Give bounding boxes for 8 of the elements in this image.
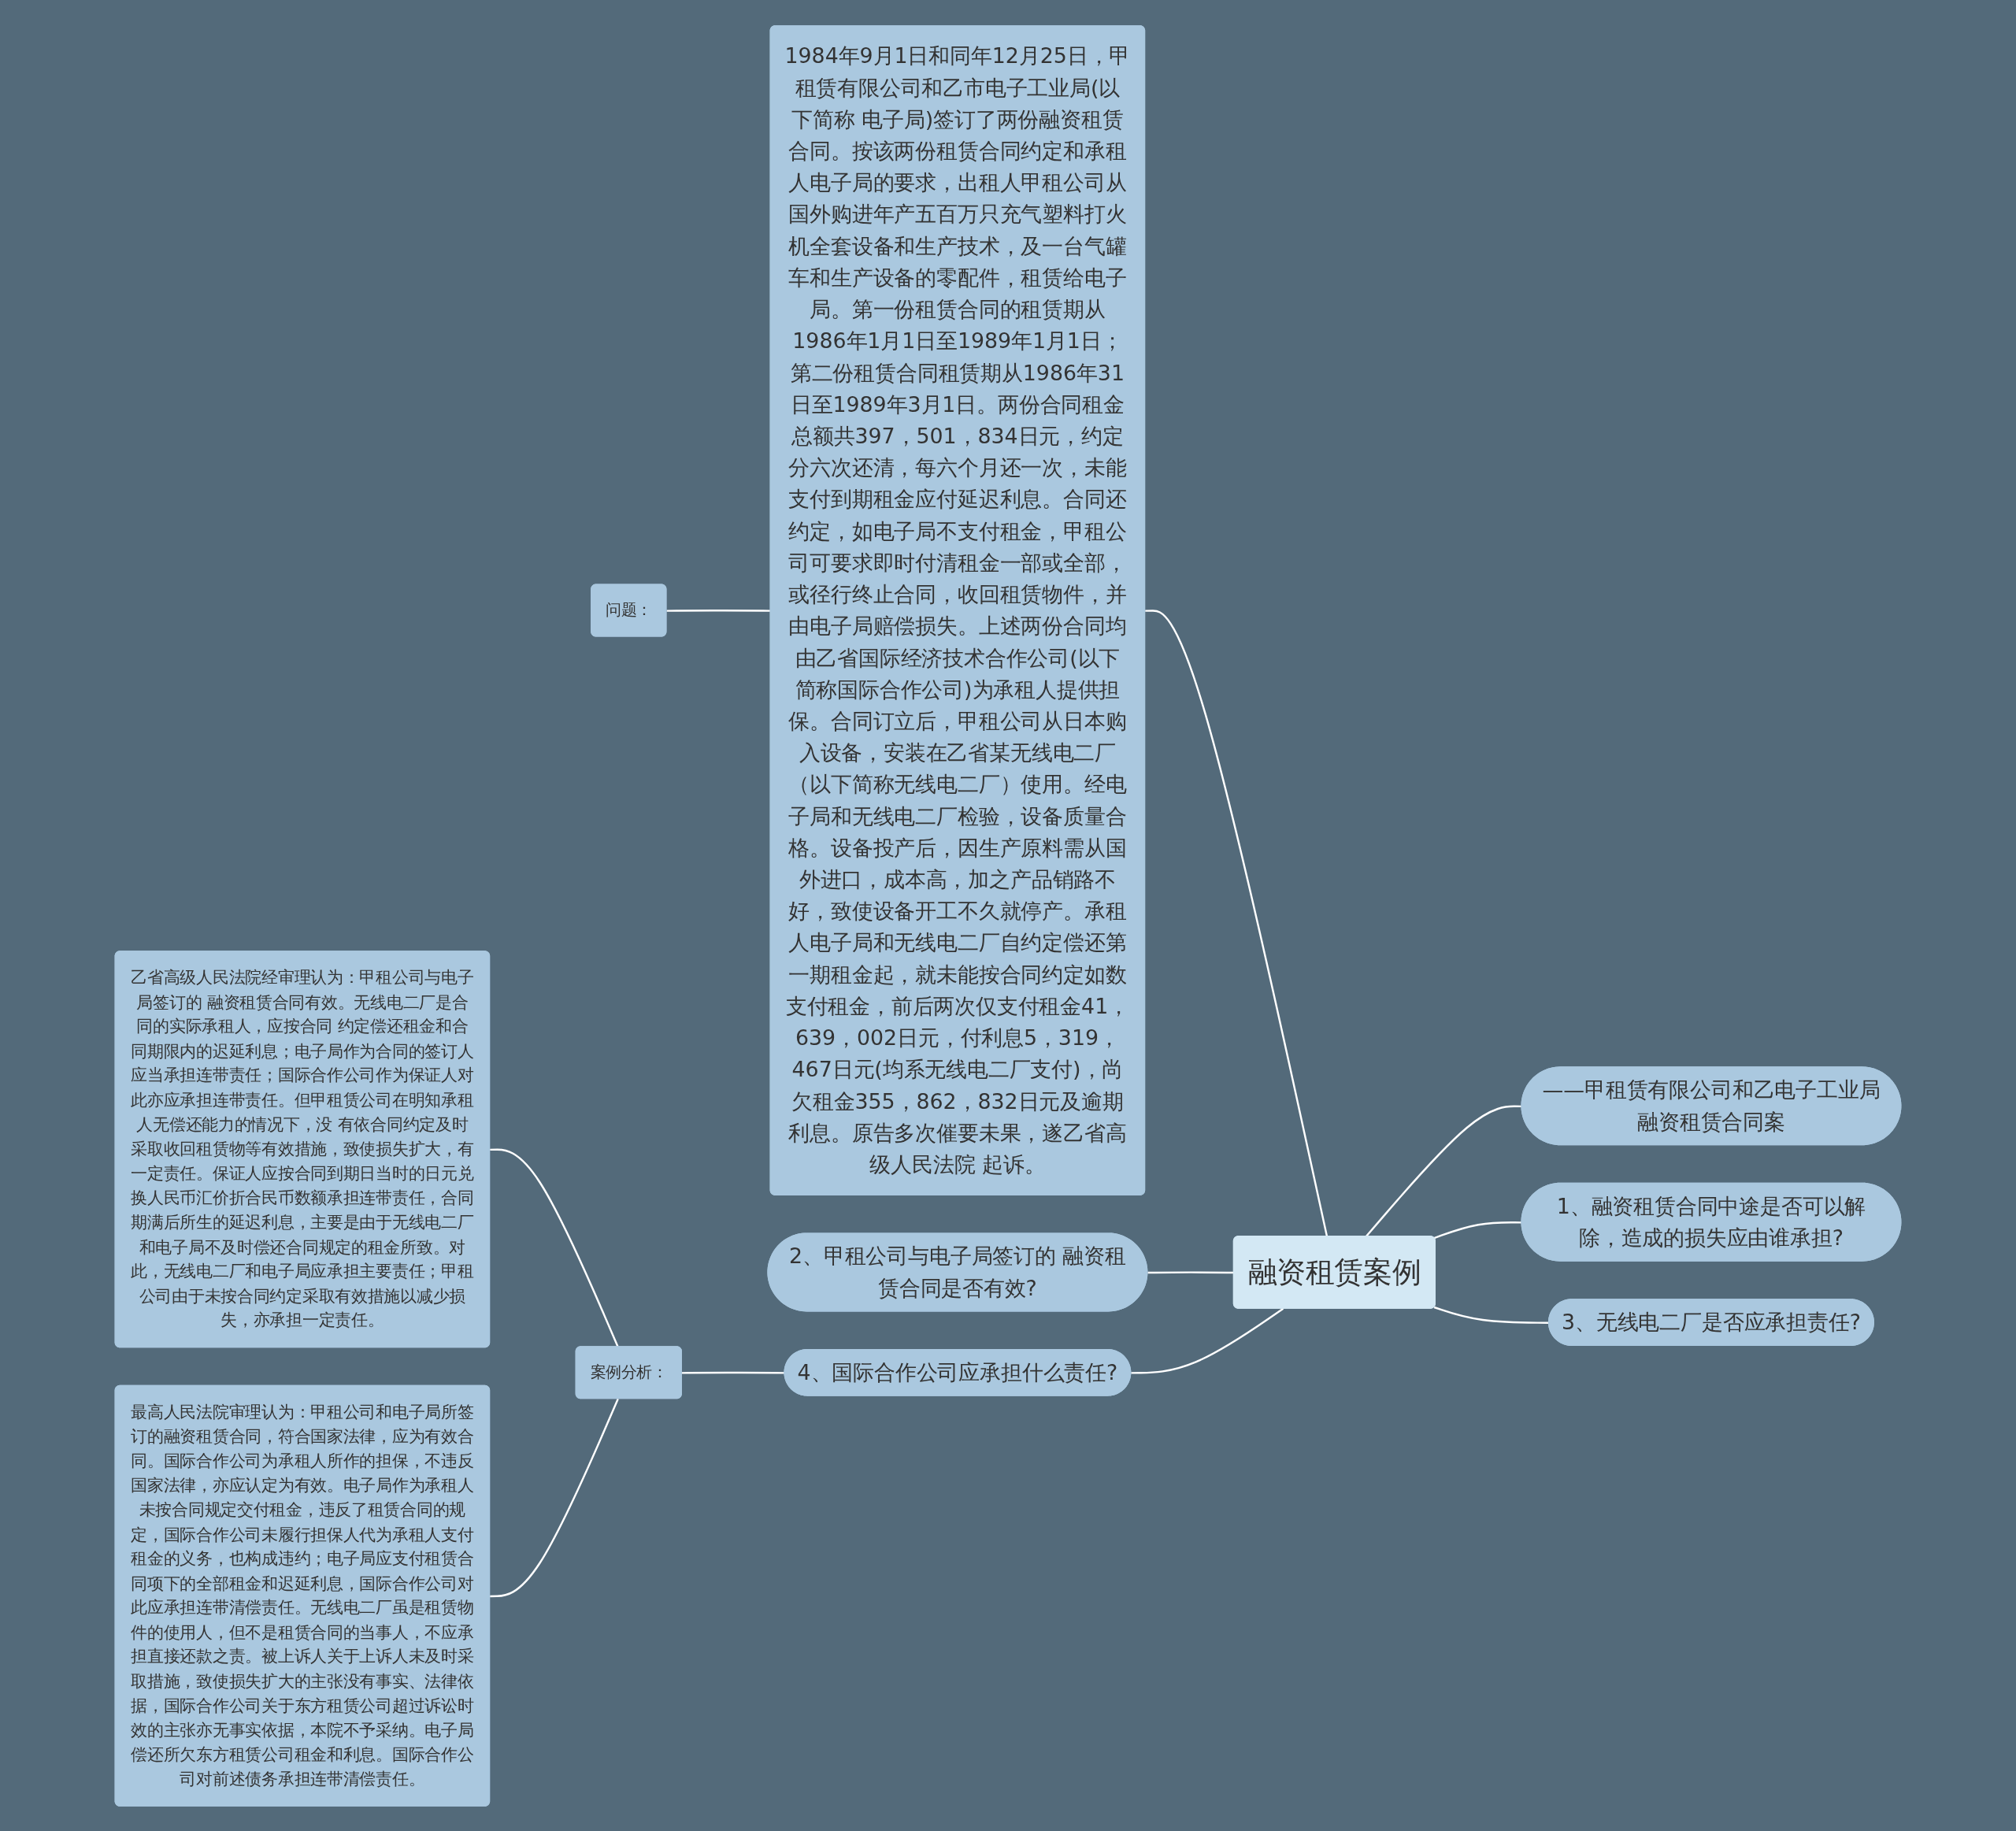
connector [1433, 1221, 1522, 1239]
connector [1131, 1307, 1284, 1374]
connector [681, 1371, 785, 1374]
connector [666, 609, 771, 612]
connector [1145, 609, 1329, 1237]
connector [490, 1148, 619, 1347]
connector [490, 1398, 619, 1597]
connector [1365, 1105, 1522, 1237]
